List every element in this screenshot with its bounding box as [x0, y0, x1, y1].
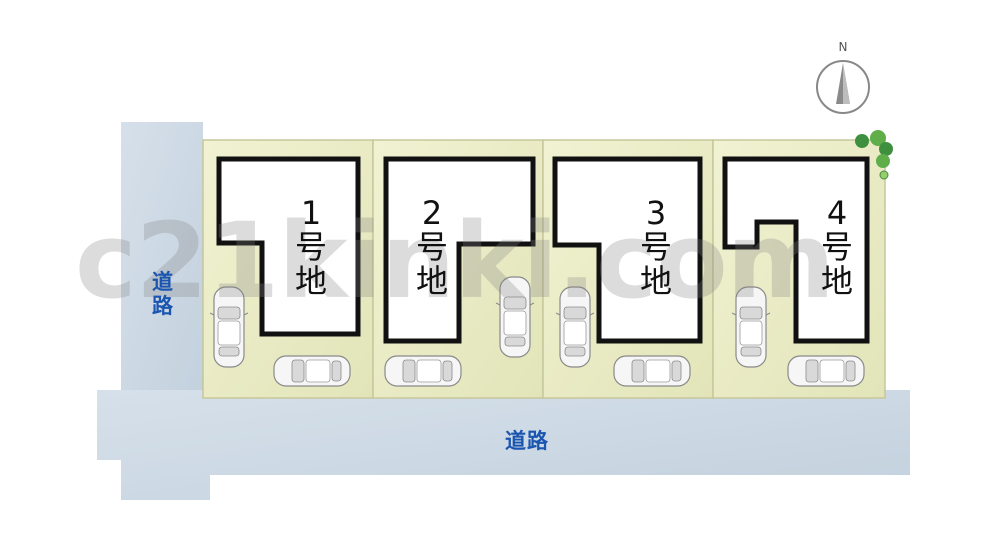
lot-2-building [383, 156, 536, 344]
lot-number: 3 [645, 194, 667, 232]
road-south-label: 道路 [505, 429, 549, 453]
lot-suffix: 地 [820, 262, 853, 300]
lot-number: 1 [300, 194, 322, 232]
lot-3-building [552, 156, 703, 344]
road-west-label: 道路 [152, 270, 174, 318]
lot-number: 4 [826, 194, 848, 232]
road-west [121, 122, 203, 390]
shrub-cluster [855, 130, 893, 180]
lot-4-building [722, 156, 870, 344]
lot-1-building [216, 156, 361, 337]
lot-suffix: 号 [639, 228, 672, 266]
lot-suffix: 地 [415, 262, 448, 300]
lot-2-car-vertical [495, 276, 535, 358]
lot-suffix: 号 [415, 228, 448, 266]
lot-1-label: 1 号 地 [291, 196, 331, 298]
lot-number: 2 [421, 194, 443, 232]
lot-1-car-horizontal [273, 355, 351, 387]
lot-4-car-horizontal [787, 355, 865, 387]
lot-3-car-horizontal [613, 355, 691, 387]
compass-icon [816, 60, 870, 114]
lot-2-label: 2 号 地 [412, 196, 452, 298]
lot-4-car-vertical [731, 286, 771, 368]
compass-north-label: N [838, 40, 848, 54]
lot-2-car-horizontal [384, 355, 462, 387]
road-south [97, 390, 910, 500]
lot-suffix: 地 [639, 262, 672, 300]
lot-3-label: 3 号 地 [636, 196, 676, 298]
lot-3-car-vertical [555, 286, 595, 368]
lot-1-car-vertical [209, 286, 249, 368]
lot-4-label: 4 号 地 [817, 196, 857, 298]
lot-suffix: 号 [820, 228, 853, 266]
lot-suffix: 号 [294, 228, 327, 266]
lot-suffix: 地 [294, 262, 327, 300]
